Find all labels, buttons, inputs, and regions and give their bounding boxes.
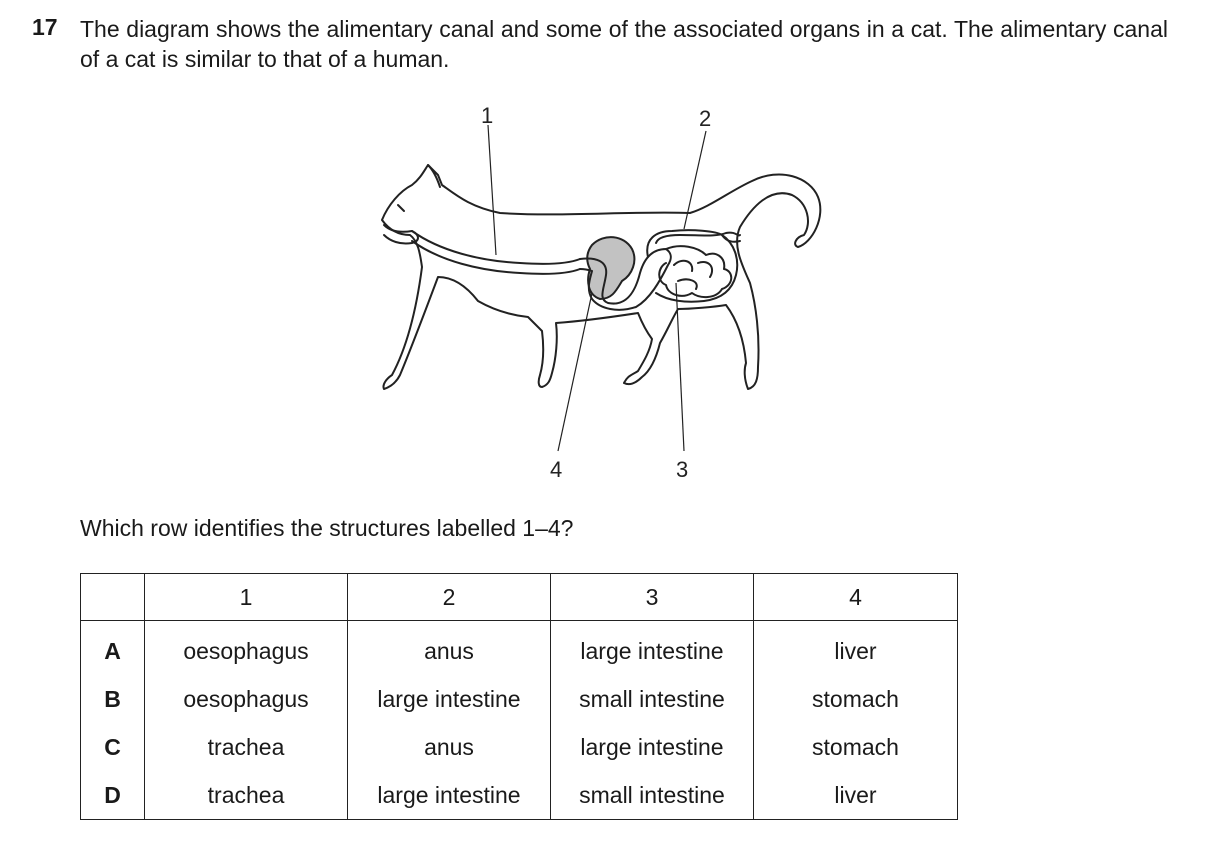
answer-table: 1 2 3 4 A oesophagus anus large intestin… [80, 573, 958, 820]
diagram-label-4: 4 [550, 457, 562, 482]
table-cell: anus [347, 723, 551, 771]
cat-mouth [383, 224, 419, 245]
table-cell: large intestine [347, 675, 551, 723]
header-cell-blank [80, 573, 145, 621]
leader-line-1 [487, 124, 497, 256]
option-letter[interactable]: B [80, 675, 145, 723]
question-number: 17 [32, 14, 58, 40]
table-row[interactable]: A oesophagus anus large intestine liver [80, 620, 958, 675]
table-row[interactable]: D trachea large intestine small intestin… [80, 771, 958, 820]
diagram-label-3: 3 [676, 457, 688, 482]
cat-eye [397, 204, 405, 212]
table-header-row: 1 2 3 4 [80, 573, 958, 621]
table-cell: large intestine [347, 771, 551, 820]
table-cell: oesophagus [144, 620, 348, 675]
cat-alimentary-canal-diagram: 1 2 3 4 [381, 103, 822, 482]
leader-line-2 [683, 130, 707, 230]
leader-line-3 [675, 282, 685, 452]
diagram-label-1: 1 [481, 103, 493, 128]
option-letter[interactable]: D [80, 771, 145, 820]
header-cell-3: 3 [550, 573, 754, 621]
liver-shape [586, 236, 636, 301]
cat-body-outline [381, 164, 822, 390]
table-row[interactable]: C trachea anus large intestine stomach [80, 723, 958, 771]
stomach-shape [579, 248, 672, 311]
question-prompt: Which row identifies the structures labe… [80, 515, 574, 541]
table-cell: oesophagus [144, 675, 348, 723]
option-letter[interactable]: A [80, 620, 145, 675]
table-row[interactable]: B oesophagus large intestine small intes… [80, 675, 958, 723]
small-intestine-coils [658, 245, 733, 299]
cat-ear [427, 164, 441, 188]
header-cell-1: 1 [144, 573, 348, 621]
header-cell-2: 2 [347, 573, 551, 621]
table-cell: stomach [753, 723, 958, 771]
table-cell: large intestine [550, 620, 754, 675]
option-letter[interactable]: C [80, 723, 145, 771]
table-cell: trachea [144, 771, 348, 820]
diagram-label-2: 2 [699, 106, 711, 131]
question-stem: The diagram shows the alimentary canal a… [80, 16, 1168, 72]
table-cell: stomach [753, 675, 958, 723]
table-cell: large intestine [550, 723, 754, 771]
header-cell-4: 4 [753, 573, 958, 621]
table-cell: small intestine [550, 675, 754, 723]
table-cell: anus [347, 620, 551, 675]
large-intestine-tube [646, 229, 739, 303]
leader-line-4 [557, 292, 593, 452]
table-cell: small intestine [550, 771, 754, 820]
table-cell: liver [753, 771, 958, 820]
table-cell: liver [753, 620, 958, 675]
table-cell: trachea [144, 723, 348, 771]
oesophagus-tube [411, 230, 581, 265]
